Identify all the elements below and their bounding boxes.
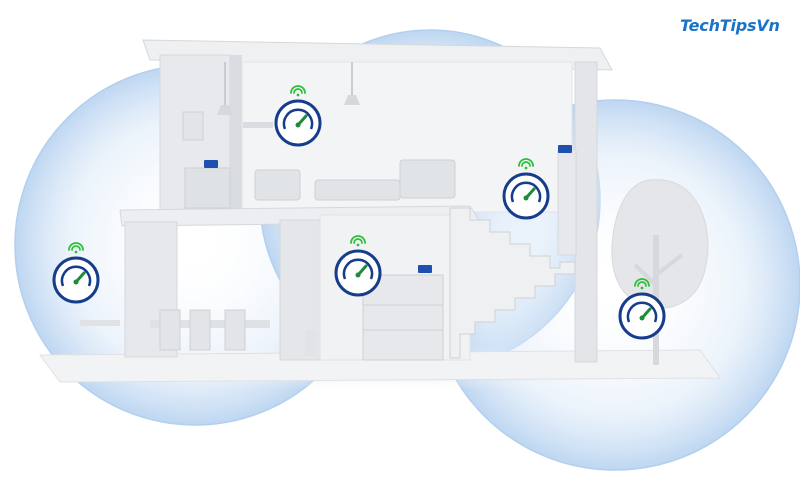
speed-gauge-icon: [52, 242, 100, 304]
wifi-signal-icon: [290, 85, 306, 97]
speed-gauge-icon: [334, 235, 382, 297]
wifi-signal-icon: [634, 278, 650, 290]
speed-gauge-icon: [618, 278, 666, 340]
house-structure: [80, 39, 613, 363]
mesh-router-icon: [558, 145, 572, 153]
mesh-router-icon: [418, 265, 432, 273]
speed-gauge-icon: [502, 158, 550, 220]
routers: [204, 145, 572, 273]
wifi-signal-icon: [350, 235, 366, 247]
mesh-router-icon: [204, 160, 218, 168]
speed-gauge-icon: [274, 85, 322, 147]
wifi-signal-icon: [68, 242, 84, 254]
speed-gauges: [52, 85, 666, 340]
watermark-text: TechTipsVn: [680, 16, 780, 35]
wifi-signal-icon: [518, 158, 534, 170]
ground-slab: [39, 349, 721, 383]
